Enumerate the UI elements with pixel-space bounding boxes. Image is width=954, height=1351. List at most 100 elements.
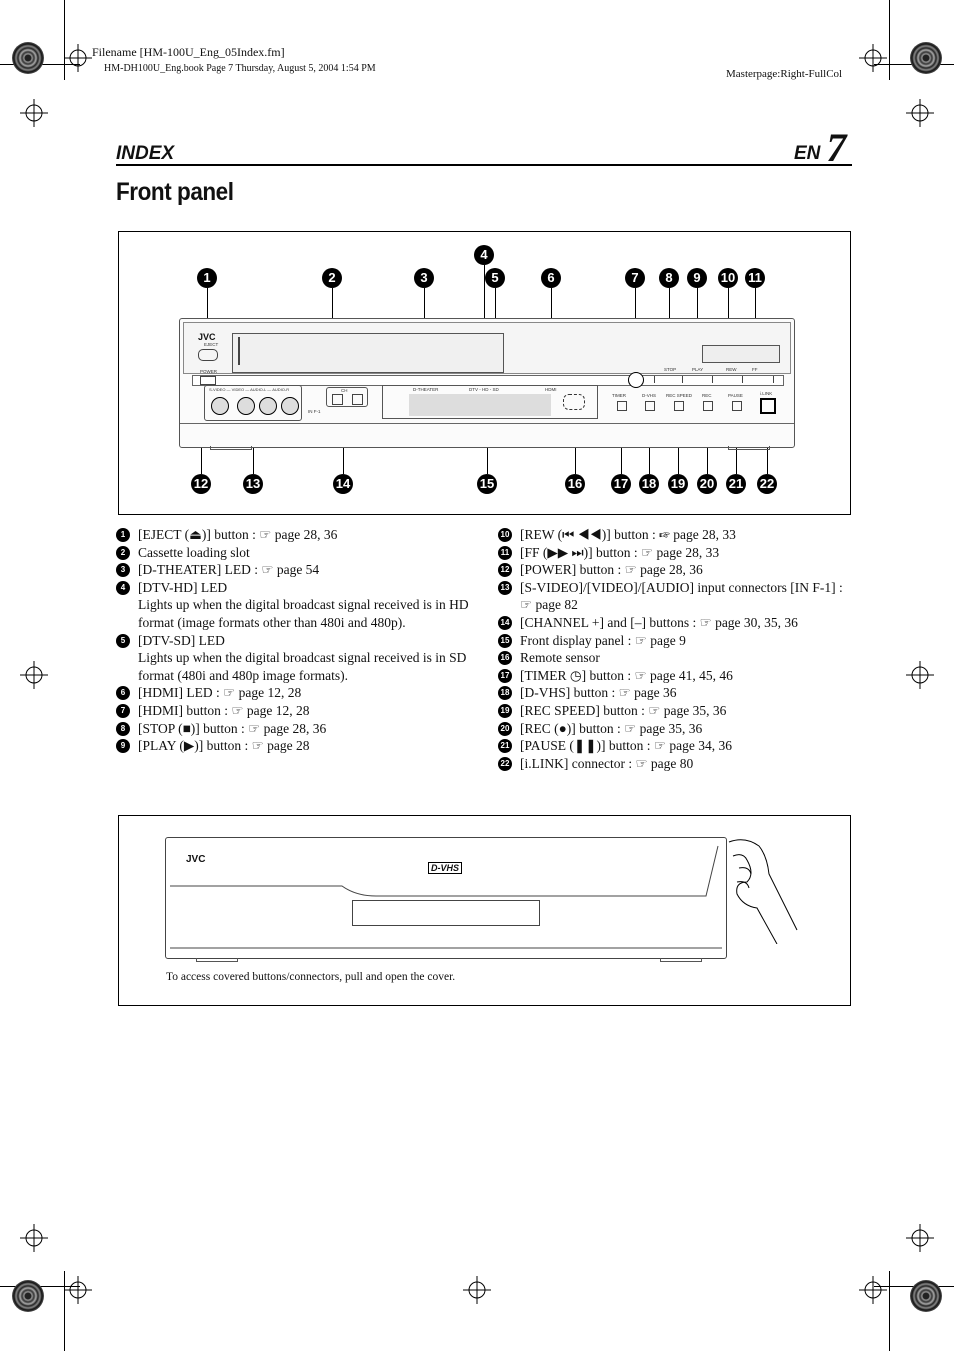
list-item: 7[HDMI] button : ☞ page 12, 28 bbox=[116, 702, 472, 720]
list-item: 17[TIMER ◷] button : ☞ page 41, 45, 46 bbox=[498, 667, 854, 685]
cover-display-window bbox=[352, 900, 540, 926]
masterpage-meta: Masterpage:Right-FullCol bbox=[726, 68, 843, 80]
list-item: 22[i.LINK] connector : ☞ page 80 bbox=[498, 755, 854, 773]
hdmi-led-label: HDMI bbox=[545, 387, 557, 392]
cover-caption: To access covered buttons/connectors, pu… bbox=[166, 971, 456, 983]
filename-meta: Filename [HM-100U_Eng_05Index.fm] bbox=[92, 45, 285, 59]
list-item: 8[STOP (■)] button : ☞ page 28, 36 bbox=[116, 720, 472, 738]
rew-label: REW bbox=[726, 367, 737, 372]
callout-6: 6 bbox=[541, 268, 561, 288]
list-item: 21[PAUSE (❚❚)] button : ☞ page 34, 36 bbox=[498, 737, 854, 755]
power-label: POWER bbox=[200, 369, 218, 374]
list-item: 1[EJECT (⏏)] button : ☞ page 28, 36 bbox=[116, 526, 472, 544]
list-item: 5[DTV-SD] LED bbox=[116, 632, 472, 650]
cassette-slot bbox=[232, 333, 504, 373]
callout-21: 21 bbox=[726, 474, 746, 494]
list-item: 19[REC SPEED] button : ☞ page 35, 36 bbox=[498, 702, 854, 720]
list-item-description: Lights up when the digital broadcast sig… bbox=[138, 597, 469, 630]
channel-minus-button[interactable] bbox=[332, 394, 343, 405]
list-item: 3[D-THEATER] LED : ☞ page 54 bbox=[116, 561, 472, 579]
book-meta: HM-DH100U_Eng.book Page 7 Thursday, Augu… bbox=[104, 63, 376, 74]
callout-15: 15 bbox=[477, 474, 497, 494]
callout-7: 7 bbox=[625, 268, 645, 288]
pause-button[interactable] bbox=[732, 401, 742, 411]
cover-diagram-box: JVC D-VHS To access covered buttons/conn… bbox=[118, 815, 851, 1006]
dtheater-label: D-THEATER bbox=[413, 387, 439, 392]
registration-mark-br bbox=[910, 1280, 942, 1312]
dvhs-logo: D-VHS bbox=[428, 862, 463, 874]
ch-label: CH bbox=[341, 388, 348, 393]
connector-labels: S-VIDEO — VIDEO — AUDIO-L — AUDIO-R bbox=[209, 387, 290, 392]
callout-22: 22 bbox=[757, 474, 777, 494]
list-item: 9[PLAY (▶)] button : ☞ page 28 bbox=[116, 737, 472, 755]
vcr-foot-right bbox=[728, 446, 770, 450]
timer-button[interactable] bbox=[617, 401, 627, 411]
stop-label: STOP bbox=[664, 367, 677, 372]
eject-button[interactable] bbox=[198, 349, 218, 361]
rec-label: REC bbox=[702, 393, 712, 398]
eject-label: EJECT bbox=[204, 342, 219, 347]
ilink-connector[interactable] bbox=[760, 398, 776, 414]
page-number-block: EN 7 bbox=[794, 128, 846, 168]
play-label: PLAY bbox=[692, 367, 704, 372]
header-rule bbox=[116, 164, 852, 166]
page-title: Front panel bbox=[116, 178, 234, 206]
rec-speed-button[interactable] bbox=[674, 401, 684, 411]
registration-mark-tl bbox=[12, 42, 44, 74]
audio-l-jack[interactable] bbox=[259, 397, 277, 415]
front-panel-diagram-box: 1 2 3 4 5 6 7 8 9 10 11 12 13 14 15 16 1… bbox=[118, 231, 851, 515]
callout-11: 11 bbox=[745, 268, 765, 288]
remote-sensor bbox=[563, 394, 585, 410]
rec-button[interactable] bbox=[703, 401, 713, 411]
dvhs-label: D-VHS bbox=[642, 393, 657, 398]
list-item: 20[REC (●)] button : ☞ page 35, 36 bbox=[498, 720, 854, 738]
list-item: 10[REW (⏮ ◀◀)] button : ☞ page 28, 33 bbox=[498, 526, 854, 544]
s-video-jack[interactable] bbox=[211, 397, 229, 415]
registration-mark-bl bbox=[12, 1280, 44, 1312]
callout-8: 8 bbox=[659, 268, 679, 288]
callout-18: 18 bbox=[639, 474, 659, 494]
dvhs-button[interactable] bbox=[645, 401, 655, 411]
section-heading: INDEX bbox=[116, 143, 175, 164]
stop-button[interactable] bbox=[654, 376, 683, 383]
cover-contour bbox=[170, 845, 722, 949]
ff-label: FF bbox=[752, 367, 758, 372]
play-button[interactable] bbox=[682, 376, 713, 383]
ff-button[interactable] bbox=[742, 376, 774, 383]
callout-9: 9 bbox=[687, 268, 707, 288]
front-display-panel bbox=[409, 394, 551, 416]
callout-17: 17 bbox=[611, 474, 631, 494]
page-number: 7 bbox=[826, 125, 847, 170]
vcr-brand-logo: JVC bbox=[198, 332, 216, 342]
list-item: 14[CHANNEL +] and [–] buttons : ☞ page 3… bbox=[498, 614, 854, 632]
registration-mark-tr bbox=[910, 42, 942, 74]
callout-20: 20 bbox=[697, 474, 717, 494]
hand-pulling-cover-illustration bbox=[728, 839, 798, 944]
timer-label: TIMER bbox=[612, 393, 626, 398]
callout-19: 19 bbox=[668, 474, 688, 494]
callout-12: 12 bbox=[191, 474, 211, 494]
audio-r-jack[interactable] bbox=[281, 397, 299, 415]
list-item: 6[HDMI] LED : ☞ page 12, 28 bbox=[116, 684, 472, 702]
item-list-right: 10[REW (⏮ ◀◀)] button : ☞ page 28, 33 11… bbox=[498, 526, 854, 772]
list-item: 12[POWER] button : ☞ page 28, 36 bbox=[498, 561, 854, 579]
language-label: EN bbox=[794, 143, 821, 164]
video-jack[interactable] bbox=[237, 397, 255, 415]
list-item: 11[FF (▶▶ ⏭)] button : ☞ page 28, 33 bbox=[498, 544, 854, 562]
callout-16: 16 bbox=[565, 474, 585, 494]
list-item-description: Lights up when the digital broadcast sig… bbox=[138, 650, 467, 683]
rew-button[interactable] bbox=[712, 376, 743, 383]
hdmi-button[interactable] bbox=[628, 372, 644, 388]
list-item: 4[DTV-HD] LED bbox=[116, 579, 472, 597]
channel-plus-button[interactable] bbox=[352, 394, 363, 405]
vcr-body: JVC EJECT POWER STOP PLAY REW FF S-VIDEO… bbox=[179, 318, 795, 450]
callout-5: 5 bbox=[485, 268, 505, 288]
vcr-base-line bbox=[180, 423, 794, 424]
callout-10: 10 bbox=[718, 268, 738, 288]
callout-2: 2 bbox=[322, 268, 342, 288]
callout-4: 4 bbox=[474, 245, 494, 265]
power-button[interactable] bbox=[200, 376, 216, 385]
